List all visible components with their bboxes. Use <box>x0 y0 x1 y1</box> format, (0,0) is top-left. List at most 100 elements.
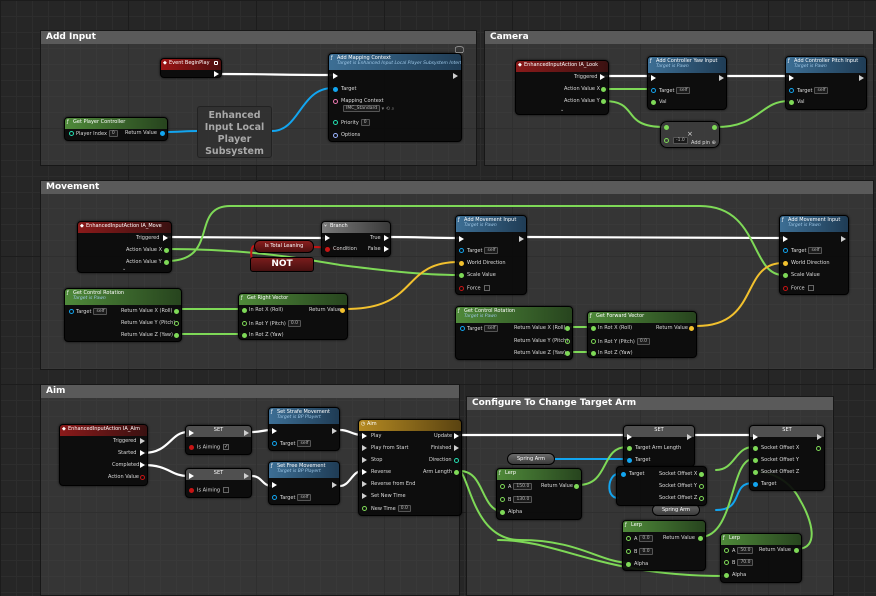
a-pin[interactable] <box>626 536 631 541</box>
stop-pin[interactable] <box>362 457 367 463</box>
priority-input[interactable]: 0 <box>360 119 370 126</box>
b-pin[interactable] <box>724 560 729 565</box>
target-self-value[interactable]: self <box>676 87 691 94</box>
direction-pin[interactable] <box>454 458 459 463</box>
action-value-y-pin[interactable] <box>601 99 606 104</box>
exec-in-pin[interactable] <box>272 482 277 488</box>
force-checkbox[interactable] <box>483 285 490 291</box>
triggered-pin[interactable] <box>140 438 145 444</box>
in-yaw-pin[interactable] <box>591 351 596 356</box>
return-value-pin[interactable] <box>689 326 694 331</box>
target-pin[interactable] <box>621 472 626 477</box>
socket-offset-x-pin[interactable] <box>699 472 704 477</box>
condition-pin[interactable] <box>325 247 330 252</box>
target-self-value[interactable]: self <box>808 247 823 254</box>
player-index-input[interactable]: 0 <box>108 130 118 137</box>
is-total-leaning-variable[interactable]: Is Total Leaning <box>254 240 314 253</box>
target-self-value[interactable]: self <box>484 247 499 254</box>
a-input[interactable]: 50.0 <box>737 547 754 554</box>
started-pin[interactable] <box>140 450 145 456</box>
set-target-arm-length-node[interactable]: SET Target Arm Length Target <box>623 425 695 467</box>
target-pin[interactable] <box>789 88 794 93</box>
exec-out-pin[interactable] <box>859 75 864 81</box>
target-pin[interactable] <box>753 482 758 487</box>
return-value-pin[interactable] <box>340 308 345 313</box>
target-self-value[interactable]: self <box>297 440 312 447</box>
options-pin[interactable] <box>333 133 338 138</box>
ia-move-node[interactable]: ◆EnhancedInputAction IA_Move Triggered A… <box>77 221 172 273</box>
alpha-pin[interactable] <box>724 573 729 578</box>
target-pin[interactable] <box>333 87 338 92</box>
val-pin[interactable] <box>789 100 794 105</box>
target-pin[interactable] <box>459 248 464 253</box>
in-pitch-pin[interactable] <box>242 321 247 326</box>
exec-in-pin[interactable] <box>789 75 794 81</box>
exec-in-pin[interactable] <box>189 473 194 479</box>
a-pin[interactable] <box>724 548 729 553</box>
force-pin[interactable] <box>783 286 788 291</box>
is-aiming-pin[interactable] <box>189 488 194 493</box>
triggered-pin[interactable] <box>600 74 605 80</box>
target-pin[interactable] <box>627 458 632 463</box>
force-pin[interactable] <box>459 286 464 291</box>
ia-aim-node[interactable]: ◆EnhancedInputAction IA_Aim Triggered St… <box>59 424 148 486</box>
finished-pin[interactable] <box>454 445 459 451</box>
target-pin[interactable] <box>69 309 74 314</box>
multiply-node[interactable]: × -1.0 Add pin ⊕ <box>660 121 720 148</box>
true-pin[interactable] <box>384 235 389 241</box>
return-pitch-pin[interactable] <box>174 321 179 326</box>
target-self-value[interactable]: self <box>297 494 312 501</box>
reverse-pin[interactable] <box>362 469 367 475</box>
return-roll-pin[interactable] <box>174 309 179 314</box>
action-value-y-pin[interactable] <box>164 260 169 265</box>
a-input[interactable]: 150.0 <box>513 483 533 490</box>
is-aiming-checkbox[interactable] <box>223 487 230 493</box>
exec-in-pin[interactable] <box>783 236 788 242</box>
exec-in-pin[interactable] <box>189 430 194 436</box>
exec-out-pin[interactable] <box>244 430 249 436</box>
action-value-x-pin[interactable] <box>164 248 169 253</box>
update-pin[interactable] <box>454 433 459 439</box>
set-is-aiming-node[interactable]: SET Is Aiming <box>185 468 252 498</box>
socket-offset-x-out-pin[interactable] <box>816 446 821 451</box>
multiplier-input[interactable]: -1.0 <box>671 137 688 144</box>
in-roll-pin[interactable] <box>591 326 596 331</box>
scale-value-pin[interactable] <box>783 273 788 278</box>
exec-in-pin[interactable] <box>272 428 277 434</box>
arm-length-pin[interactable] <box>454 470 459 475</box>
exec-in-pin[interactable] <box>325 235 330 241</box>
return-roll-pin[interactable] <box>565 326 570 331</box>
exec-out-pin[interactable] <box>214 71 219 77</box>
chevron-down-icon[interactable]: ⌄ <box>122 266 127 272</box>
break-socket-offset-node[interactable]: Target Socket Offset X Socket Offset Y S… <box>616 466 707 506</box>
set-socket-offset-node[interactable]: SET Socket Offset X Socket Offset Y Sock… <box>749 425 825 491</box>
delegate-pin-icon[interactable] <box>214 61 218 65</box>
target-self-value[interactable]: self <box>484 325 499 332</box>
socket-offset-y-pin[interactable] <box>753 458 758 463</box>
output-pin[interactable] <box>712 125 717 130</box>
add-pin-icon[interactable]: ⊕ <box>711 140 716 146</box>
return-value-pin[interactable] <box>160 131 165 136</box>
action-value-pin[interactable] <box>140 475 145 480</box>
is-aiming-pin[interactable] <box>189 445 194 450</box>
return-pitch-pin[interactable] <box>565 339 570 344</box>
exec-out-pin[interactable] <box>244 473 249 479</box>
add-pin-label[interactable]: Add pin ⊕ <box>691 140 716 146</box>
a-input[interactable]: 0.0 <box>639 535 653 542</box>
play-from-start-pin[interactable] <box>362 445 367 451</box>
timeline-aim-node[interactable]: ◷Aim Play Update Play from Start Finishe… <box>358 419 462 516</box>
exec-in-pin[interactable] <box>651 75 656 81</box>
exec-out-pin[interactable] <box>719 75 724 81</box>
exec-in-pin[interactable] <box>333 73 338 79</box>
socket-offset-z-pin[interactable] <box>699 496 704 501</box>
alpha-pin[interactable] <box>500 510 505 515</box>
